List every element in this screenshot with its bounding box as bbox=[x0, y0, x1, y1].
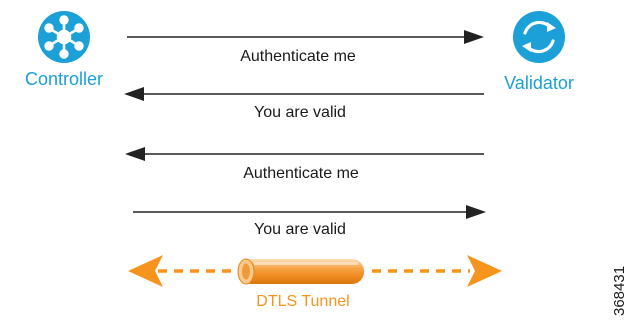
dtls-tunnel: DTLS Tunnel bbox=[128, 255, 502, 310]
arrowhead-left bbox=[125, 147, 145, 161]
controller-label: Controller bbox=[25, 69, 103, 89]
message-3: Authenticate me bbox=[125, 147, 484, 182]
refresh-cycle-icon bbox=[513, 11, 565, 63]
validator-label: Validator bbox=[504, 73, 574, 93]
arrowhead-right bbox=[466, 205, 486, 219]
message-label: Authenticate me bbox=[243, 165, 359, 182]
message-label: You are valid bbox=[254, 104, 346, 121]
message-1: Authenticate me bbox=[127, 30, 484, 65]
tunnel-arrowhead-right bbox=[467, 255, 502, 287]
tunnel-label: DTLS Tunnel bbox=[256, 293, 349, 310]
controller-node: Controller bbox=[25, 11, 103, 89]
message-4: You are valid bbox=[133, 205, 486, 238]
message-2: You are valid bbox=[124, 87, 484, 121]
arrowhead-right bbox=[464, 30, 484, 44]
validator-node: Validator bbox=[504, 11, 574, 93]
tunnel-pipe-icon bbox=[237, 258, 364, 285]
tunnel-arrowhead-left bbox=[128, 255, 163, 287]
message-label: You are valid bbox=[254, 221, 346, 238]
figure-id: 368431 bbox=[611, 266, 628, 316]
message-label: Authenticate me bbox=[240, 48, 356, 65]
arrowhead-left bbox=[124, 87, 144, 101]
